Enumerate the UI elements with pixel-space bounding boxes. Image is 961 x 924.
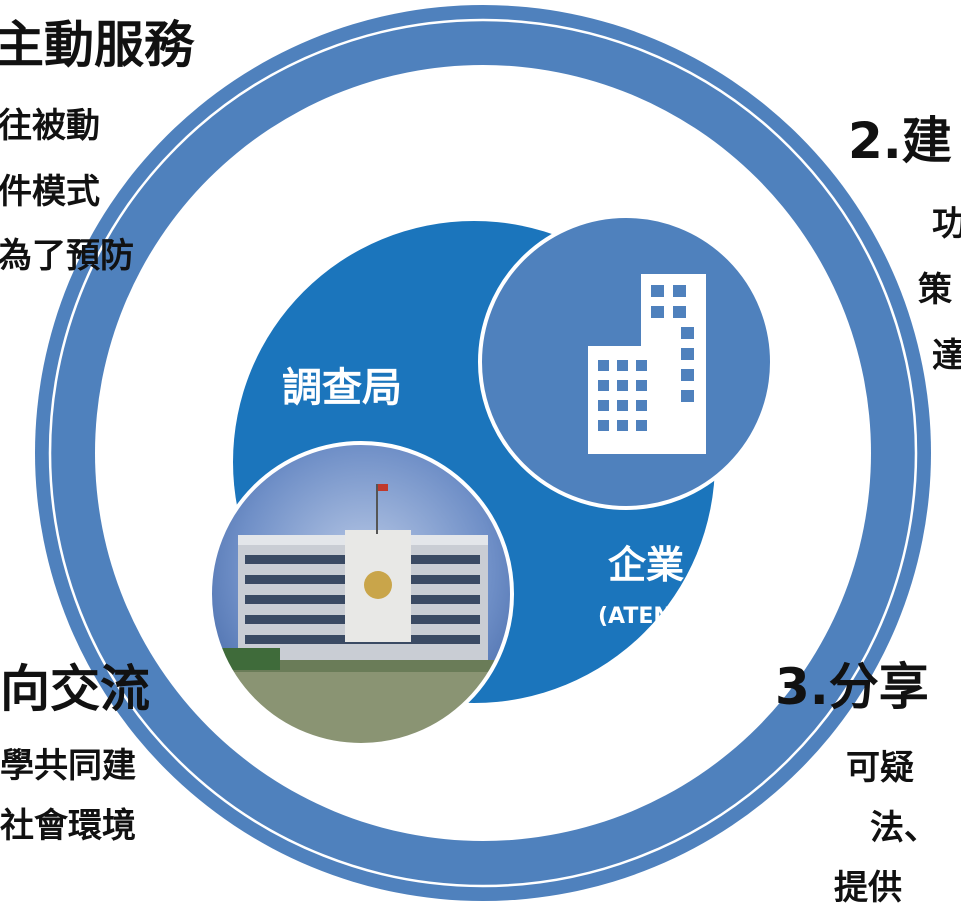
section-1-line: 為了預防 [0,236,134,276]
section-2-line: 策 [918,270,952,310]
section-3-line: 法、 [870,808,938,848]
section-3-heading: 3.分享 [775,658,929,716]
section-4-line: 社會環境 [0,806,136,846]
venn-right-label: 企業 [608,543,685,587]
section-1-heading: 主動服務 [0,16,194,74]
section-3-line: 提供 [834,868,902,908]
section-1-line: 往被動 [0,106,100,146]
section-1-line: 件模式 [0,172,100,212]
section-2-heading: 2.建 [848,112,952,170]
section-3-line: 可疑 [846,748,914,788]
section-4-heading: 向交流 [0,660,150,718]
section-2-line: 功 [932,204,961,244]
venn-right-sublabel: (ATEN) [598,604,682,629]
section-2-line: 達 [932,336,961,376]
section-4-line: 學共同建 [0,746,136,786]
venn-left-label: 調查局 [282,365,402,411]
office-building-icon [588,274,706,454]
